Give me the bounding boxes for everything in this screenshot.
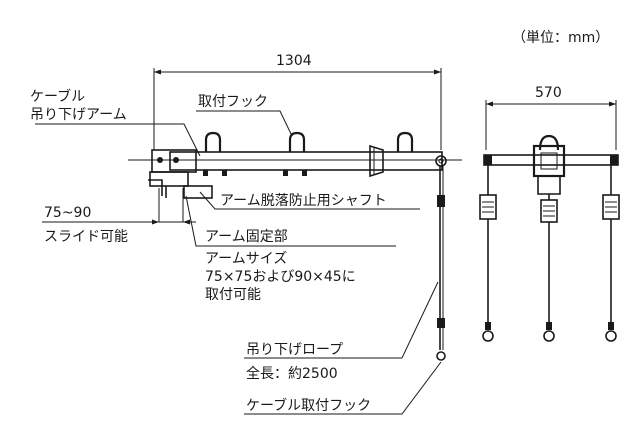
arm-tube: [169, 151, 443, 171]
leader-lines: [35, 110, 442, 415]
end-pulley: [435, 155, 447, 167]
arm-fixing-label: アーム固定部: [205, 229, 288, 245]
fixing-clamp: [149, 171, 189, 187]
frame-width-value: 570: [535, 85, 562, 101]
mount-hook-icon: [204, 131, 222, 152]
hanging-rope-label: 吊り下げロープ: [246, 342, 343, 358]
main-arm-side-view: [169, 131, 447, 178]
mount-hook-icon: [288, 131, 306, 152]
cable-arm-label-line1: ケーブル: [30, 88, 85, 105]
arm-size-label-line2: 75×75および90×45に: [205, 269, 356, 285]
fall-prevention-shaft: [183, 185, 213, 199]
mount-hook-label: 取付フック: [198, 94, 268, 110]
center-hook-icon: [538, 134, 560, 151]
cable-hook-label: ケーブル取付フック: [246, 397, 371, 414]
fall-prevention-shaft-label: アーム脱落防止用シャフト: [220, 193, 387, 209]
unit-note: （単位：mm）: [512, 30, 609, 46]
cable-arm-label-line2: 吊り下げアーム: [30, 107, 127, 123]
overall-length-value: 1304: [276, 53, 312, 69]
front-crossbar: [483, 154, 619, 166]
center-hub: [532, 144, 566, 178]
arm-size-label-line1: アームサイズ: [205, 251, 287, 267]
slidable-label: スライド可能: [44, 229, 128, 245]
arm-fixing-block: [148, 149, 213, 222]
hanging-rope-side: [436, 166, 446, 361]
overall-length-dimension: 1304: [153, 53, 442, 150]
arm-size-label-line3: 取付可能: [205, 287, 261, 303]
guide-sleeve: [369, 144, 384, 178]
front-view: [479, 134, 620, 342]
total-length-label: 全長：約2500: [246, 365, 338, 382]
slide-range-value: 75~90: [44, 205, 91, 221]
frame-width-dimension: 570: [485, 85, 617, 150]
mount-hook-icon: [396, 131, 414, 152]
